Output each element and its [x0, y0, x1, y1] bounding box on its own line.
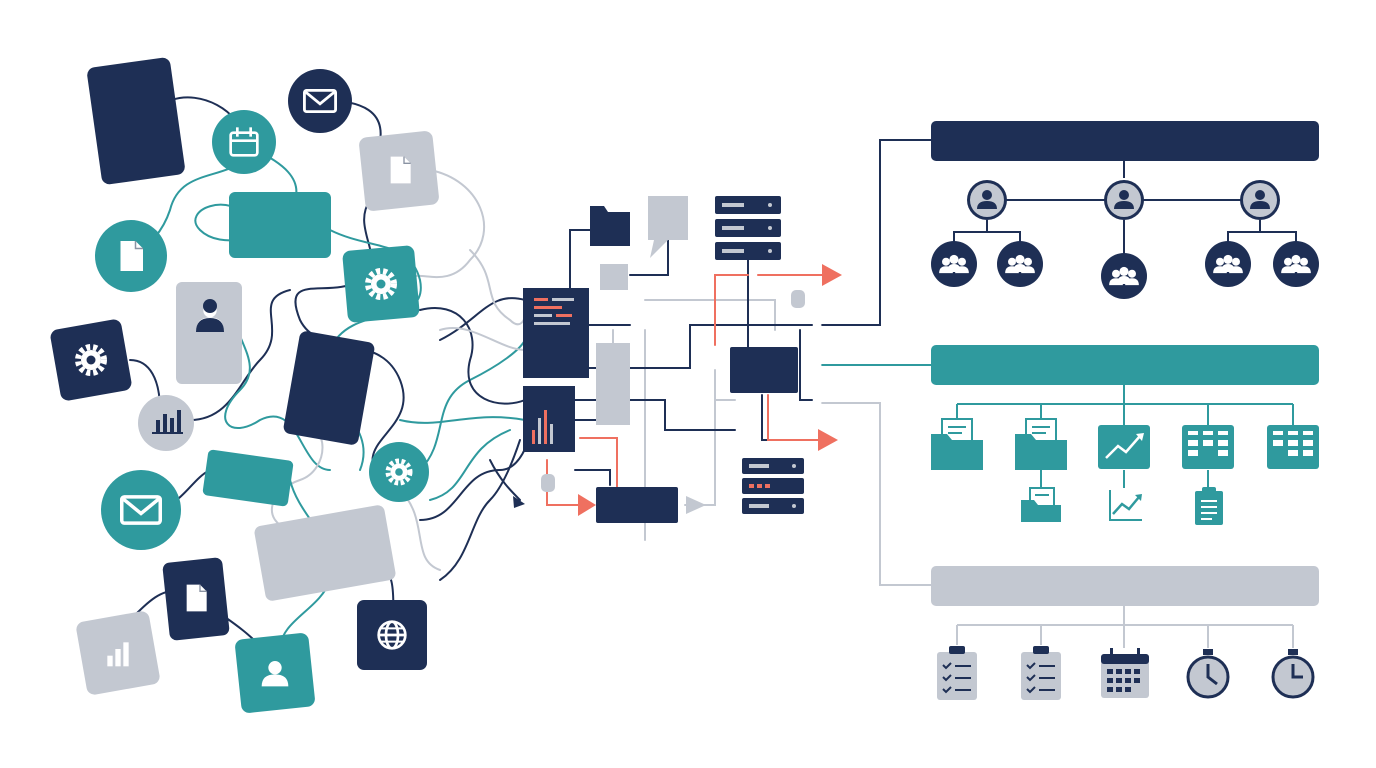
gear-icon	[50, 319, 132, 401]
branch-trunks	[813, 139, 936, 586]
branch-teams	[931, 121, 1319, 299]
calendar-icon	[212, 110, 276, 174]
globe-icon	[357, 600, 427, 670]
branch-files	[931, 345, 1319, 525]
chaos-icons	[50, 69, 439, 713]
mail-icon	[288, 69, 352, 133]
folder-icon	[931, 418, 983, 470]
server-rack	[715, 196, 781, 260]
clipboard-icon	[1195, 487, 1223, 525]
document-icon	[359, 131, 439, 211]
gray-block	[596, 343, 630, 425]
group-icon	[1273, 241, 1319, 287]
gray-card	[176, 282, 242, 384]
stopwatch-icon	[1186, 649, 1230, 699]
processing-box	[730, 347, 798, 393]
checklist-icon	[1021, 646, 1061, 700]
person-icon	[196, 299, 224, 332]
group-icon	[1101, 253, 1147, 299]
chat-bubble	[648, 196, 688, 258]
calendar-icon	[1101, 648, 1149, 698]
teams-bar	[931, 121, 1319, 161]
teal-card	[229, 192, 331, 258]
gear-icon	[369, 442, 429, 502]
person-icon	[1240, 180, 1280, 220]
bar-chart-icon	[76, 611, 160, 695]
scattered-cards	[87, 57, 396, 601]
gray-node	[600, 264, 628, 290]
server-rack	[742, 458, 804, 514]
chart-icon	[1109, 490, 1142, 521]
folder-icon	[1021, 487, 1061, 522]
navy-tall-card	[283, 331, 375, 445]
person-icon	[235, 633, 315, 713]
schedule-bar	[931, 566, 1319, 606]
navy-card	[87, 57, 185, 185]
bar-chart-icon	[138, 395, 194, 451]
kanban-icon	[1267, 425, 1319, 469]
folder-icon	[1015, 418, 1067, 470]
group-icon	[931, 241, 977, 287]
document-block	[523, 386, 575, 452]
branch-schedule	[931, 566, 1319, 700]
kanban-icon	[1182, 425, 1234, 469]
document-icon	[95, 220, 167, 292]
document-icon	[162, 557, 230, 641]
files-bar	[931, 345, 1319, 385]
chart-icon	[1098, 425, 1150, 469]
person-icon	[967, 180, 1007, 220]
gear-icon	[342, 245, 420, 323]
checklist-icon	[937, 646, 977, 700]
hub-components	[523, 196, 804, 523]
document-block	[523, 288, 589, 378]
teal-small-card	[202, 449, 294, 507]
person-icon	[1104, 180, 1144, 220]
mail-icon	[101, 470, 181, 550]
group-icon	[997, 241, 1043, 287]
gray-wide-card	[254, 505, 396, 601]
group-icon	[1205, 241, 1251, 287]
folder-icon	[590, 206, 630, 246]
output-box	[596, 487, 678, 523]
stopwatch-icon	[1271, 649, 1315, 699]
